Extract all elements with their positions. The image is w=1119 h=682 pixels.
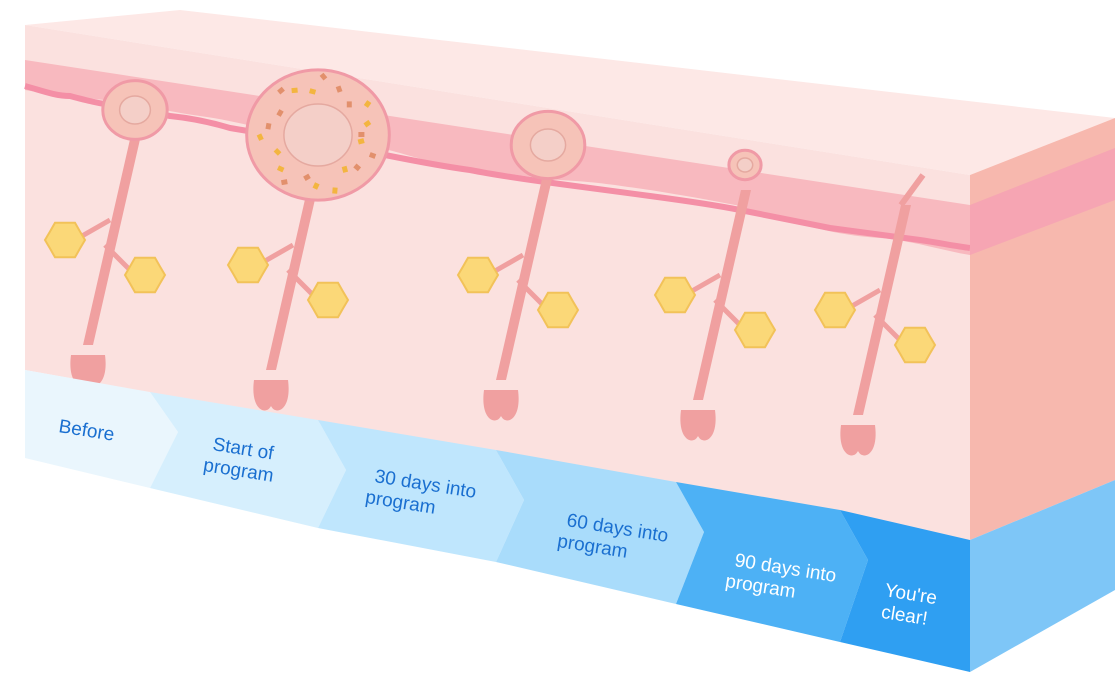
sebaceous-gland [733, 311, 777, 349]
debris-fleck [309, 88, 317, 95]
band-90 [676, 482, 868, 642]
debris-fleck [346, 101, 352, 108]
follicle-unit [653, 148, 777, 441]
band-clear [840, 510, 970, 672]
hair-bulb [840, 425, 876, 456]
debris-fleck [291, 87, 298, 94]
band-side [970, 480, 1115, 672]
debris-fleck [303, 173, 311, 182]
debris-fleck [276, 109, 284, 117]
clear-pore [898, 173, 926, 207]
debris-fleck [363, 100, 372, 108]
skin-top-face [25, 10, 1115, 175]
debris-fleck [341, 165, 349, 173]
debris-fleck [368, 152, 377, 159]
hair-bulb [483, 390, 519, 421]
debris-fleck [265, 122, 272, 130]
debris-fleck [256, 133, 264, 141]
stage-label-90-days: 90 days into program [724, 549, 843, 609]
debris-fleck [273, 148, 282, 156]
follicle-unit [43, 79, 169, 386]
debris-fleck [335, 85, 343, 93]
sebaceous-gland [123, 256, 167, 294]
band-60 [496, 450, 704, 604]
sebaceous-gland [226, 246, 270, 284]
hair-shaft [83, 135, 141, 345]
debris-fleck [332, 187, 338, 194]
hair-shaft [693, 190, 751, 400]
sebaceous-gland [43, 221, 87, 259]
sebaceous-gland [653, 276, 697, 314]
hair-bulb [253, 380, 289, 411]
debris-fleck [353, 163, 362, 172]
hair-bulb [70, 355, 106, 386]
follicle-unit [226, 68, 391, 411]
sebaceous-gland [306, 281, 350, 319]
comedone-plug [529, 128, 567, 162]
hair-shaft [853, 205, 911, 415]
follicle-group [43, 68, 937, 456]
band-before [25, 370, 178, 488]
hair-shaft [266, 160, 324, 370]
debris-fleck [357, 138, 365, 145]
sebaceous-gland [813, 291, 857, 329]
comedone-plug [118, 95, 152, 125]
debris-fleck [319, 72, 328, 81]
hair-bulb [680, 410, 716, 441]
comedone-plug [283, 103, 353, 167]
follicle-unit [813, 173, 937, 456]
debris-fleck [363, 119, 372, 128]
band-start [150, 392, 346, 528]
sebaceous-gland [536, 291, 580, 329]
debris-fleck [277, 86, 285, 95]
hair-shaft [496, 170, 554, 380]
comedone-plug [736, 157, 754, 173]
sebaceous-gland [456, 256, 500, 294]
progress-bands [25, 370, 1115, 672]
debris-fleck [358, 132, 365, 137]
debris-fleck [312, 182, 320, 190]
follicle-unit [456, 109, 587, 421]
band-30 [318, 420, 524, 562]
debris-fleck [276, 165, 285, 173]
sebaceous-gland [893, 326, 937, 364]
debris-fleck [280, 179, 288, 186]
side-epidermis [970, 148, 1115, 255]
